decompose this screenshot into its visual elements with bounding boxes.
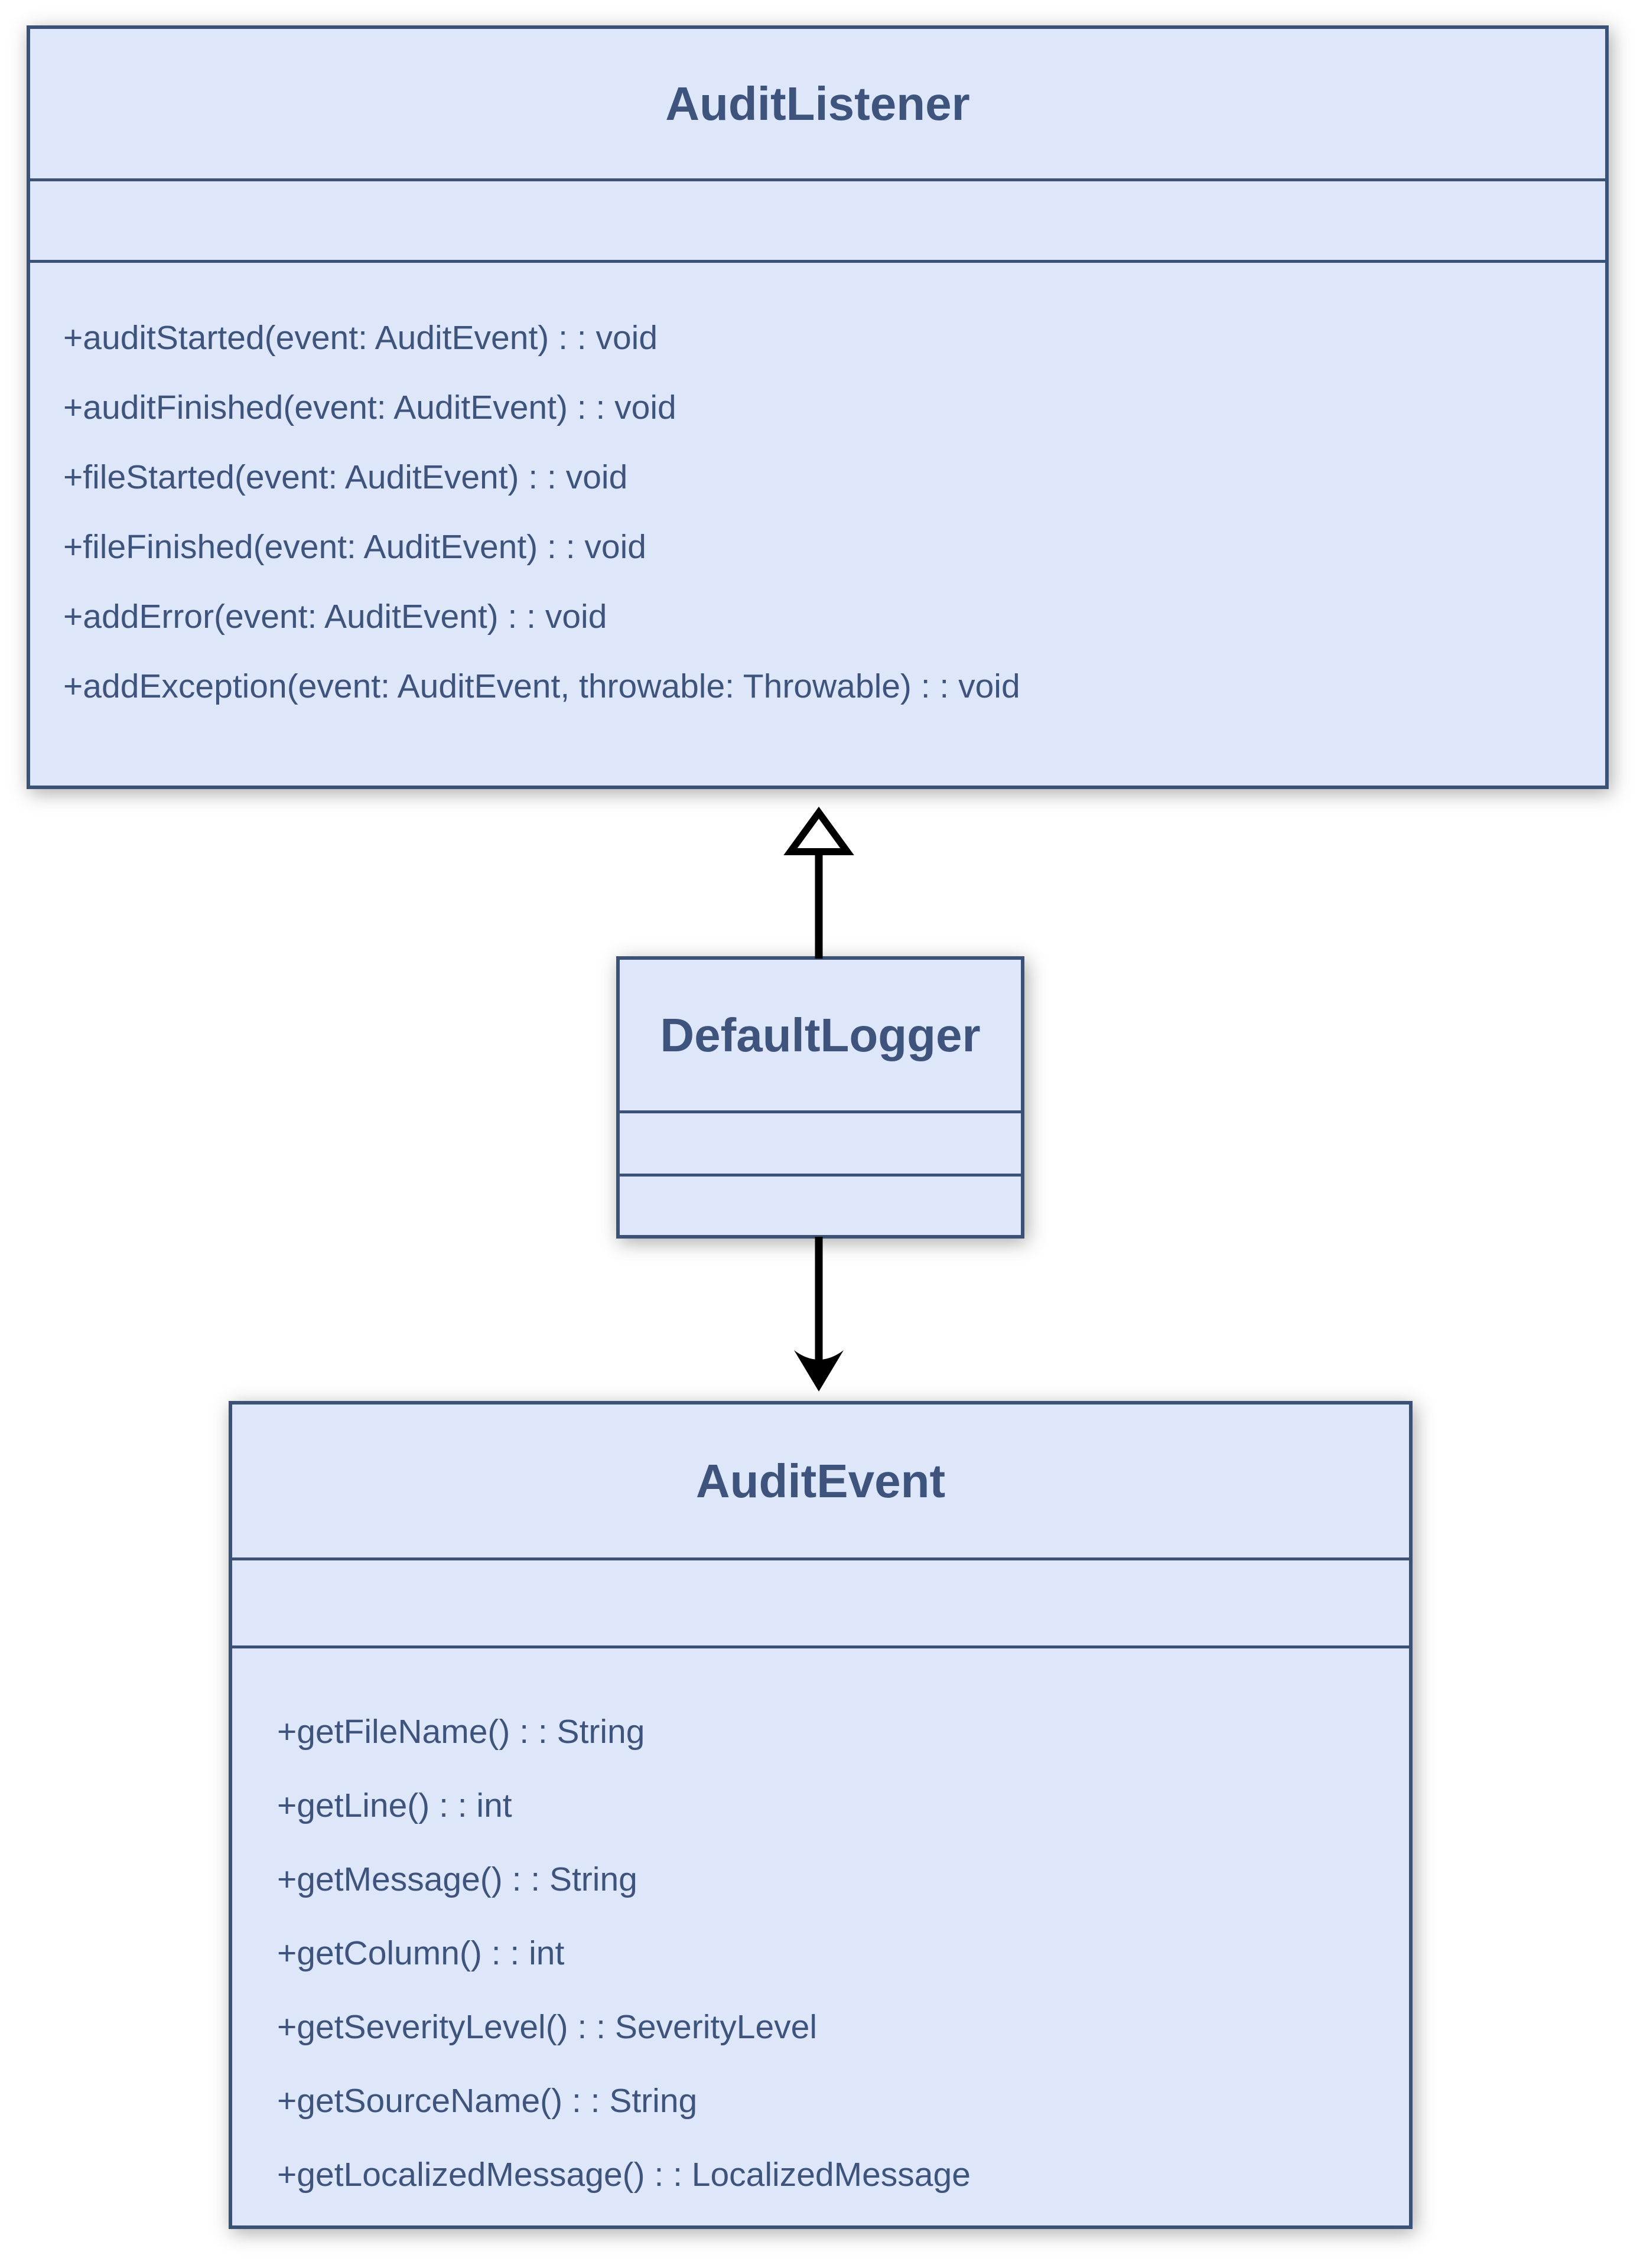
class-title: AuditEvent (695, 1454, 946, 1507)
method-item: +addError(event: AuditEvent) : : void (63, 598, 607, 636)
method-item: +getSourceName() : : String (277, 2081, 698, 2120)
method-item: +auditStarted(event: AuditEvent) : : voi… (63, 319, 658, 357)
methods-compartment (620, 1174, 1021, 1235)
class-title: DefaultLogger (660, 1008, 981, 1061)
filled-arrowhead-icon[interactable] (794, 1350, 844, 1392)
method-item: +addException(event: AuditEvent, throwab… (63, 667, 1020, 705)
class-title: AuditListener (665, 77, 970, 130)
method-item: +getMessage() : : String (277, 1860, 637, 1898)
attributes-compartment (620, 1110, 1021, 1174)
method-item: +auditFinished(event: AuditEvent) : : vo… (63, 389, 676, 426)
class-box-defaultlogger[interactable]: DefaultLogger (616, 956, 1024, 1239)
hollow-triangle-arrowhead-icon[interactable] (783, 806, 854, 855)
method-item: +getLine() : : int (277, 1786, 512, 1824)
method-item: +getColumn() : : int (277, 1934, 565, 1972)
attributes-compartment (232, 1557, 1409, 1645)
method-item: +fileStarted(event: AuditEvent) : : void (63, 458, 628, 496)
class-box-auditevent[interactable]: AuditEvent +getFileName() : : String +ge… (229, 1401, 1413, 2229)
methods-compartment: +getFileName() : : String +getLine() : :… (232, 1645, 1409, 2225)
method-item: +getSeverityLevel() : : SeverityLevel (277, 2008, 818, 2046)
attributes-compartment (30, 178, 1605, 260)
method-item: +getLocalizedMessage() : : LocalizedMess… (277, 2155, 971, 2194)
method-item: +fileFinished(event: AuditEvent) : : voi… (63, 528, 646, 566)
methods-compartment: +auditStarted(event: AuditEvent) : : voi… (30, 260, 1605, 786)
class-box-auditlistener[interactable]: AuditListener +auditStarted(event: Audit… (27, 25, 1609, 789)
method-item: +getFileName() : : String (277, 1712, 645, 1751)
